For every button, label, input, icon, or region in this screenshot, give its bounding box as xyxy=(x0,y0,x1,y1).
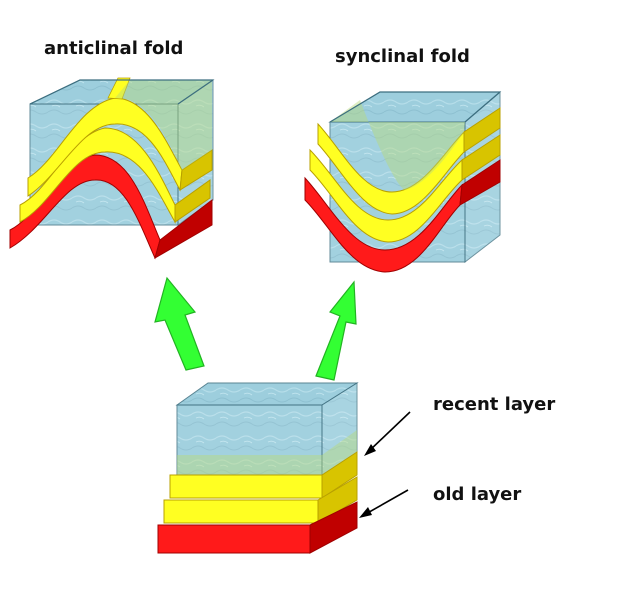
arrow-to-anticlinal xyxy=(155,278,204,370)
anticlinal-block xyxy=(10,78,213,258)
recent-layer-label: recent layer xyxy=(433,394,555,415)
synclinal-block xyxy=(305,92,500,272)
flat-yellow-top xyxy=(170,475,322,498)
pointer-old-layer xyxy=(359,490,408,518)
flat-layers-block xyxy=(158,383,357,553)
synclinal-fold-label: synclinal fold xyxy=(335,46,470,67)
flat-red-layer xyxy=(158,525,310,553)
arrow-to-synclinal xyxy=(316,282,356,380)
anticlinal-fold-label: anticlinal fold xyxy=(44,38,183,59)
flat-yellow-bottom xyxy=(164,500,318,523)
pointer-recent-layer xyxy=(364,412,410,456)
old-layer-label: old layer xyxy=(433,484,521,505)
